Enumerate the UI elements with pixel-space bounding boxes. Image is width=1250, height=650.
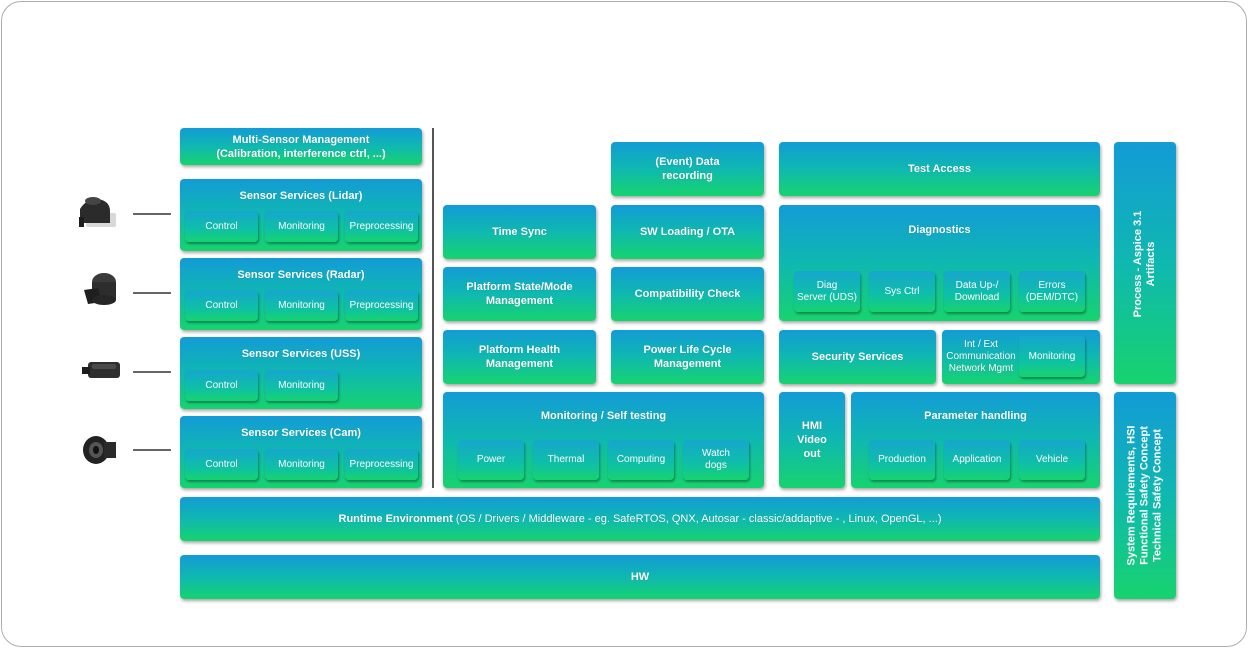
- diagnostics-errors: Errors (DEM/DTC): [1019, 271, 1085, 312]
- power-life-cycle-management: Power Life Cycle Management: [611, 330, 764, 384]
- diagnostics-data-updownload: Data Up-/ Download: [944, 271, 1010, 312]
- runtime-environment: Runtime Environment (OS / Drivers / Midd…: [180, 497, 1100, 541]
- radar-preprocessing: Preprocessing: [345, 290, 418, 321]
- lidar-preprocessing: Preprocessing: [345, 211, 418, 242]
- test-access: Test Access: [779, 142, 1100, 196]
- uss-title: Sensor Services (USS): [241, 348, 361, 360]
- event-data-recording: (Event) Data recording: [611, 142, 764, 196]
- sw-loading-ota: SW Loading / OTA: [611, 205, 764, 259]
- monitoring-thermal: Thermal: [533, 440, 599, 480]
- compatibility-check: Compatibility Check: [611, 267, 764, 321]
- process-aspice: [1114, 142, 1176, 384]
- uss-sensor-icon: [82, 362, 120, 378]
- system-requirements-label: System Requirements, HSI Functional Safe…: [1125, 425, 1164, 566]
- platform-health-management: Platform Health Management: [443, 330, 596, 384]
- multi-sensor-management: Multi-Sensor Management (Calibration, in…: [180, 128, 422, 165]
- parameter-application: Application: [944, 440, 1010, 480]
- camera-sensor-icon: [83, 436, 116, 464]
- diagnostics-diag-server: Diag Server (UDS): [794, 271, 860, 312]
- platform-state-management: Platform State/Mode Management: [443, 267, 596, 321]
- system-requirements: [1114, 392, 1176, 599]
- monitoring-watchdogs: Watch dogs: [683, 440, 749, 480]
- lidar-connector-line: [133, 213, 171, 215]
- multi-sensor-label: Multi-Sensor Management (Calibration, in…: [216, 133, 386, 160]
- cam-title: Sensor Services (Cam): [241, 427, 361, 439]
- hw-layer: HW: [180, 555, 1100, 599]
- radar-monitoring: Monitoring: [265, 290, 338, 321]
- diagnostics-sys-ctrl: Sys Ctrl: [869, 271, 935, 312]
- radar-sensor-icon: [84, 273, 116, 305]
- radar-title: Sensor Services (Radar): [237, 269, 365, 281]
- uss-monitoring: Monitoring: [265, 370, 338, 401]
- uss-connector-line: [133, 371, 171, 373]
- uss-control: Control: [185, 370, 258, 401]
- lidar-monitoring: Monitoring: [265, 211, 338, 242]
- radar-connector-line: [133, 292, 171, 294]
- parameter-vehicle: Vehicle: [1019, 440, 1085, 480]
- left-separator: [432, 128, 434, 488]
- radar-control: Control: [185, 290, 258, 321]
- monitoring-computing: Computing: [608, 440, 674, 480]
- monitoring-power: Power: [458, 440, 524, 480]
- lidar-control: Control: [185, 211, 258, 242]
- cam-control: Control: [185, 449, 258, 480]
- time-sync: Time Sync: [443, 205, 596, 259]
- process-aspice-label: Process - Aspice 3.1 Artifacts: [1132, 210, 1157, 318]
- security-services: Security Services: [779, 330, 936, 384]
- cam-monitoring: Monitoring: [265, 449, 338, 480]
- cam-preprocessing: Preprocessing: [345, 449, 418, 480]
- communication-monitoring: Monitoring: [1019, 336, 1085, 377]
- camera-connector-line: [133, 449, 171, 451]
- parameter-production: Production: [869, 440, 935, 480]
- lidar-sensor-icon: [79, 197, 116, 227]
- lidar-title: Sensor Services (Lidar): [239, 190, 363, 202]
- hmi-video-out: HMI Video out: [779, 392, 845, 488]
